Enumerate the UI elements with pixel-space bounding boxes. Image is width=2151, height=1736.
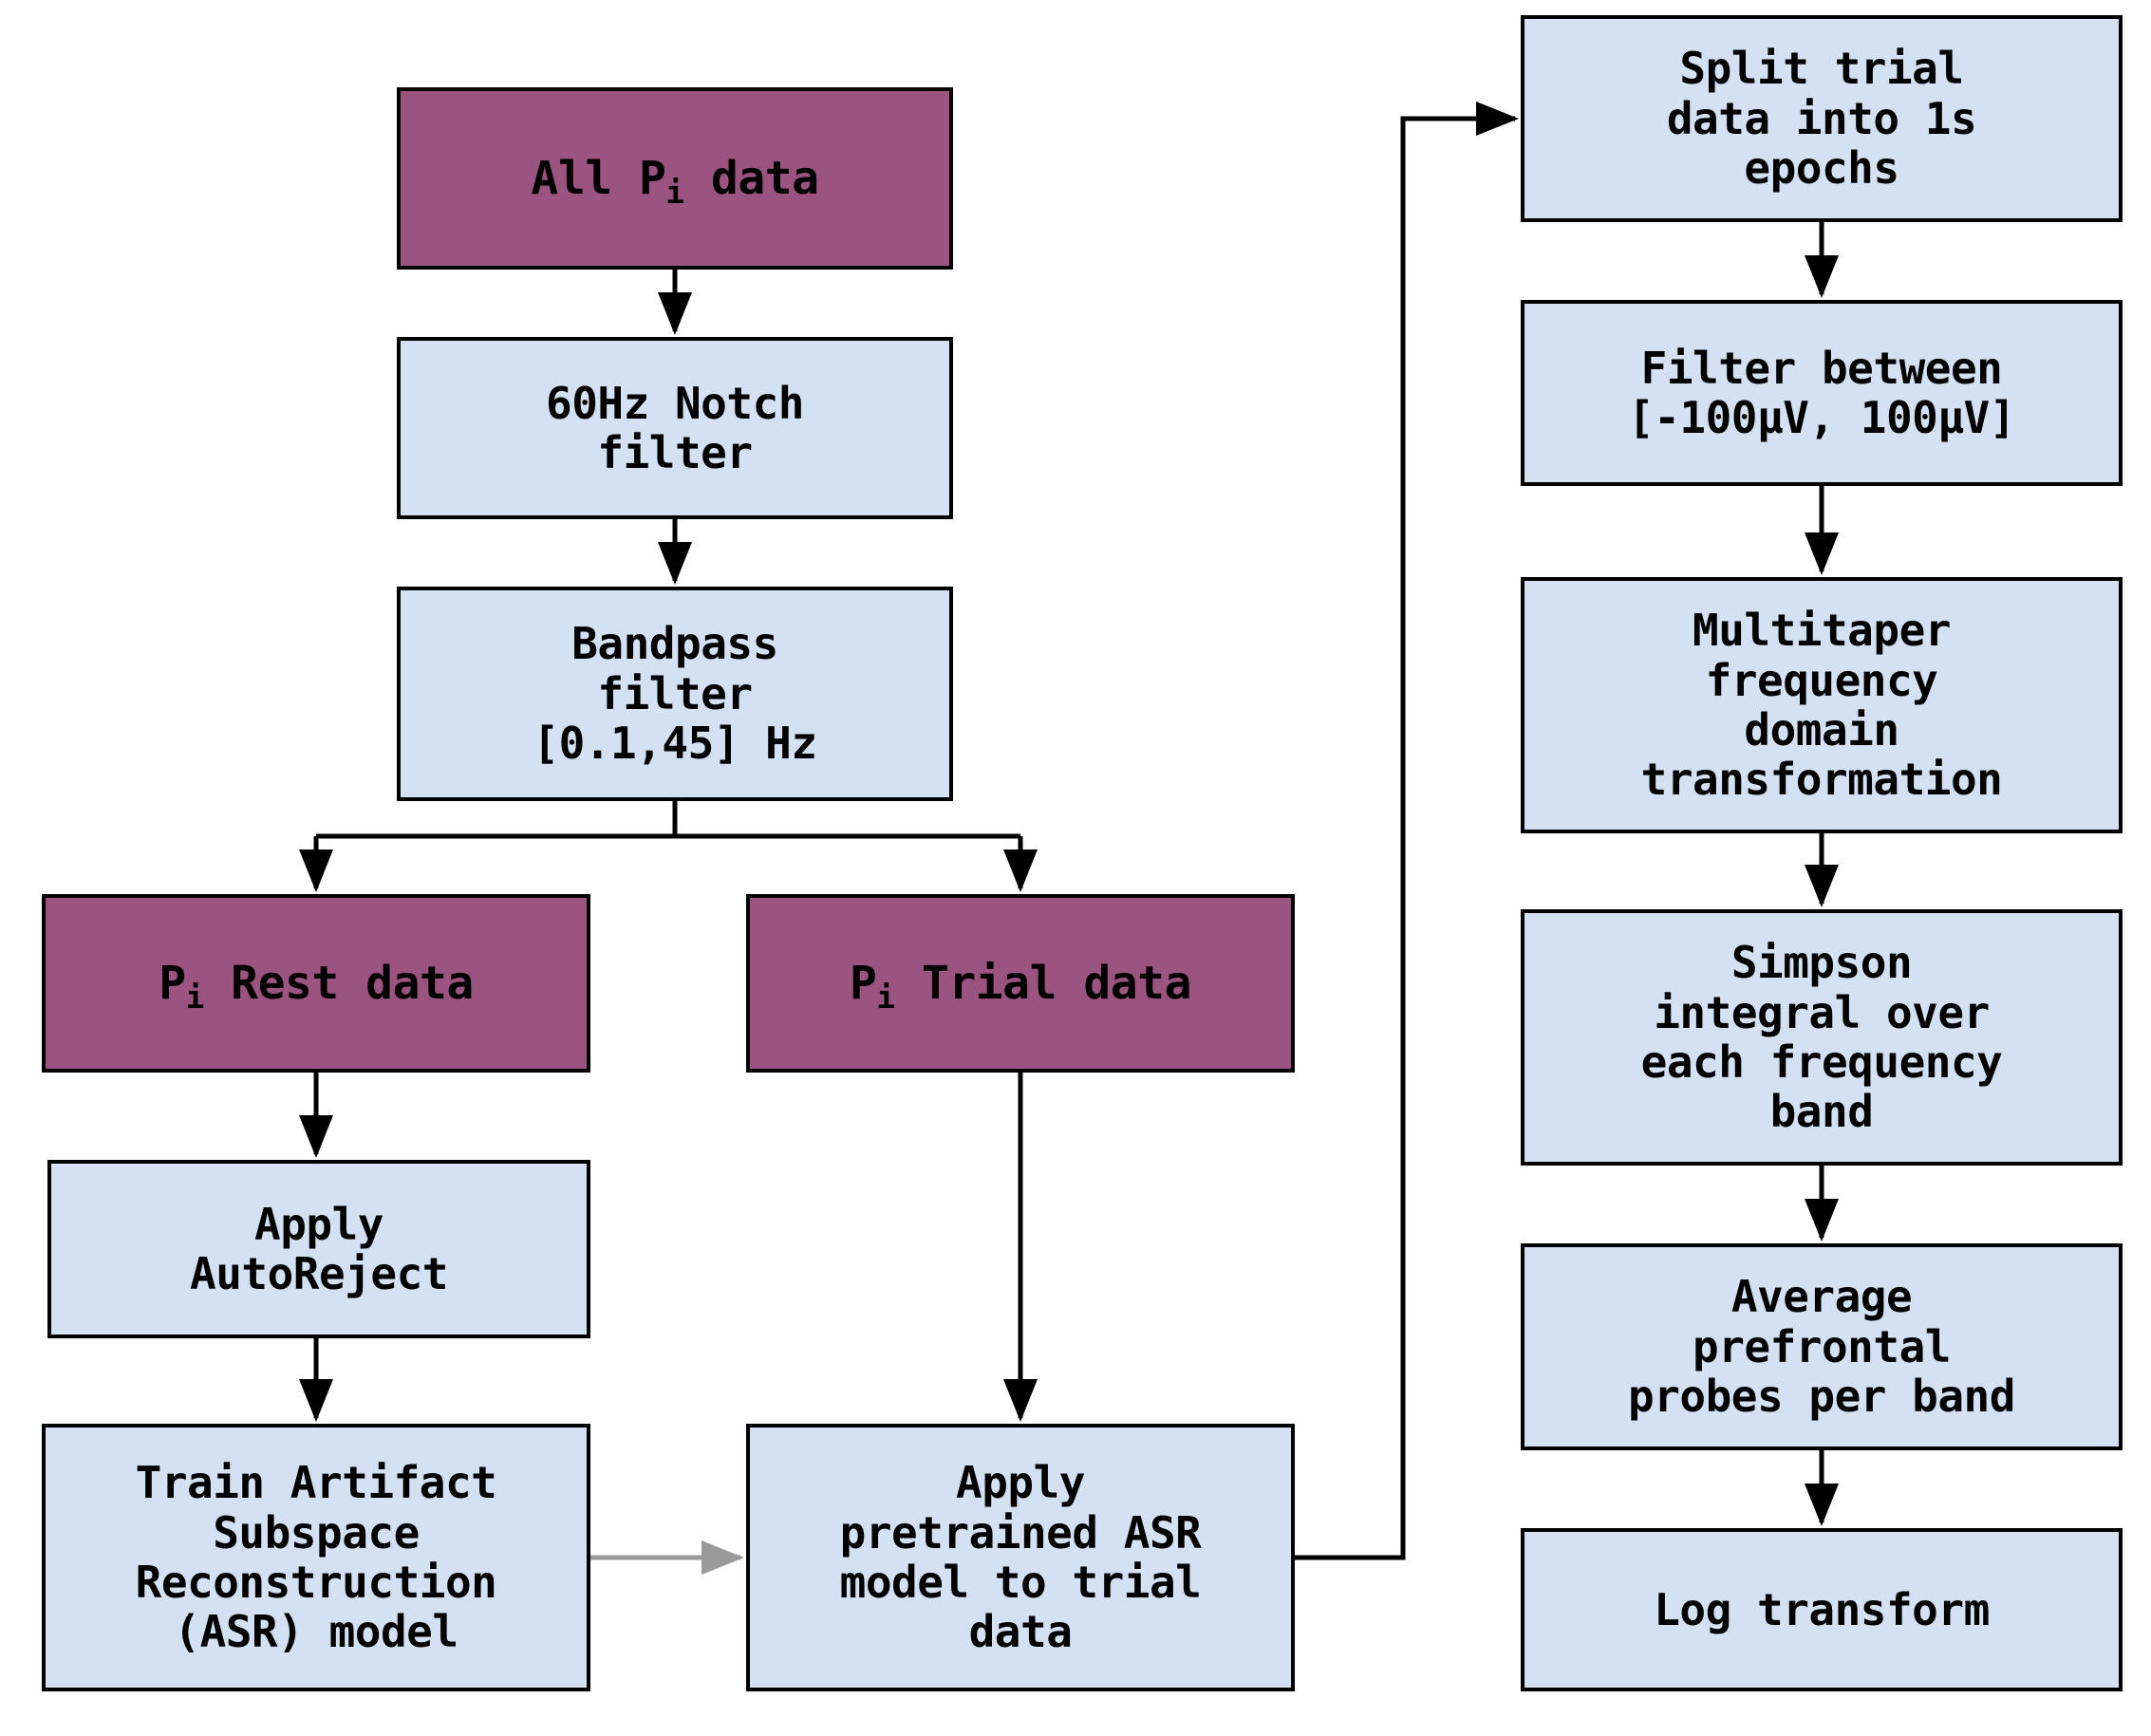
node-pi-rest-data[interactable]: Pi Rest data	[42, 894, 590, 1073]
node-label: Pi Rest data	[159, 956, 474, 1016]
node-label: Filter between[-100µV, 100µV]	[1628, 342, 2015, 443]
edge-apply-asr-to-split-epochs	[1295, 102, 1520, 1560]
node-all-pi-data[interactable]: All Pi data	[397, 87, 953, 270]
node-label: All Pi data	[531, 151, 819, 211]
node-pi-trial-data[interactable]: Pi Trial data	[746, 894, 1295, 1073]
node-label: Pi Trial data	[850, 956, 1191, 1016]
node-amplitude-filter[interactable]: Filter between[-100µV, 100µV]	[1521, 300, 2123, 486]
node-log-transform[interactable]: Log transform	[1521, 1528, 2123, 1691]
node-label: Log transform	[1654, 1583, 1990, 1635]
